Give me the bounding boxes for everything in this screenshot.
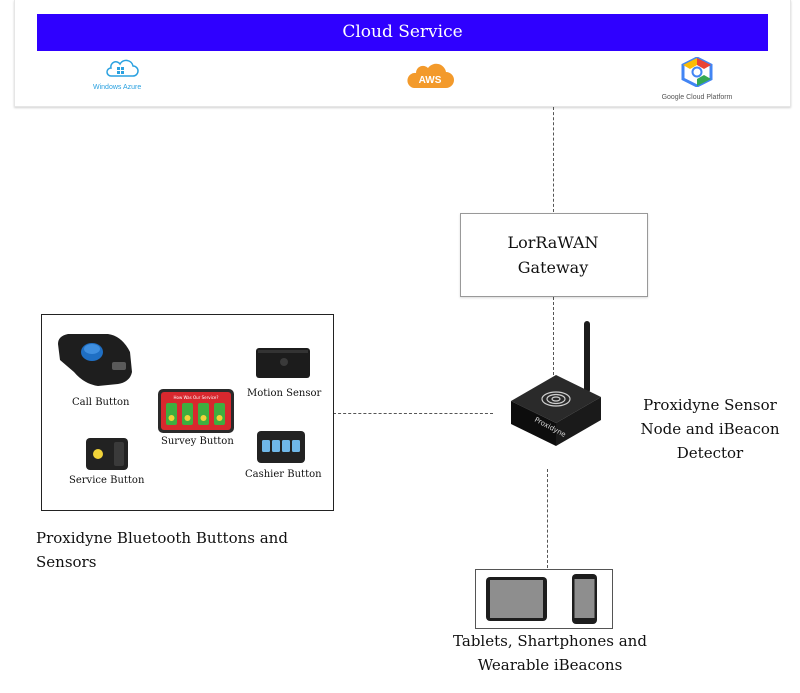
- cashier-button-device: [255, 429, 307, 465]
- cashier-button-label: Cashier Button: [245, 469, 322, 480]
- survey-button-label: Survey Button: [161, 436, 234, 447]
- google-cloud-logo: Google Cloud Platform: [652, 56, 742, 103]
- sensor-label-line2: Node and iBeacon: [640, 420, 780, 438]
- gateway-box: [460, 213, 648, 297]
- cloud-service-title: Cloud Service: [342, 22, 463, 42]
- mobile-label-line1: Tablets, Shartphones and: [453, 632, 647, 650]
- gateway-label-line2: Gateway: [517, 258, 589, 277]
- motion-sensor-device: [254, 346, 312, 380]
- sensor-node-device: Proxidyne: [498, 318, 608, 458]
- gateway-sensor-link: [553, 297, 554, 375]
- sensor-label-line1: Proxidyne Sensor: [643, 396, 777, 414]
- mobile-label-line2: Wearable iBeacons: [477, 656, 623, 674]
- motion-sensor-icon: [256, 348, 310, 378]
- google-cloud-hexagon-icon: [681, 56, 713, 88]
- google-cloud-label: Google Cloud Platform: [661, 94, 733, 101]
- service-button-device: [84, 436, 130, 472]
- aws-label: AWS: [419, 75, 442, 86]
- sensor-node-icon: Proxidyne: [511, 321, 601, 446]
- call-button-icon: [58, 334, 132, 386]
- call-button-device: [54, 330, 136, 388]
- gateway-label-line1: LorRaWAN: [507, 233, 599, 252]
- service-button-label: Service Button: [69, 475, 145, 486]
- aws-cloud-icon: AWS: [407, 63, 454, 88]
- bluetooth-devices-label-line2: Sensors: [36, 553, 97, 571]
- cloud-service-banner: [37, 14, 768, 51]
- tablet-phone-icon: [486, 574, 597, 624]
- motion-sensor-label: Motion Sensor: [247, 388, 322, 399]
- gateway-label: LorRaWAN Gateway: [460, 230, 646, 280]
- survey-button-device: How Was Our Service?: [157, 388, 235, 434]
- call-button-label: Call Button: [72, 397, 130, 408]
- aws-logo: AWS: [406, 60, 454, 90]
- cashier-button-icon: [257, 431, 305, 463]
- bluetooth-devices-label-line1: Proxidyne Bluetooth Buttons and: [36, 529, 288, 547]
- survey-button-icon: How Was Our Service?: [158, 389, 234, 433]
- mobile-devices-label: Tablets, Shartphones and Wearable iBeaco…: [430, 629, 670, 677]
- devices-sensor-link: [333, 413, 493, 414]
- survey-header-text: How Was Our Service?: [173, 395, 218, 400]
- azure-cloud-icon: [106, 59, 139, 77]
- mobile-devices-box: [475, 569, 613, 629]
- sensor-label-line3: Detector: [676, 444, 744, 462]
- bluetooth-devices-label: Proxidyne Bluetooth Buttons and Sensors: [36, 526, 336, 574]
- service-button-icon: [86, 438, 128, 470]
- azure-label: Windows Azure: [93, 84, 142, 91]
- cloud-gateway-link: [553, 107, 554, 212]
- sensor-mobile-link: [547, 469, 548, 568]
- azure-logo: Windows Azure: [93, 58, 153, 92]
- sensor-node-label: Proxidyne Sensor Node and iBeacon Detect…: [630, 393, 790, 465]
